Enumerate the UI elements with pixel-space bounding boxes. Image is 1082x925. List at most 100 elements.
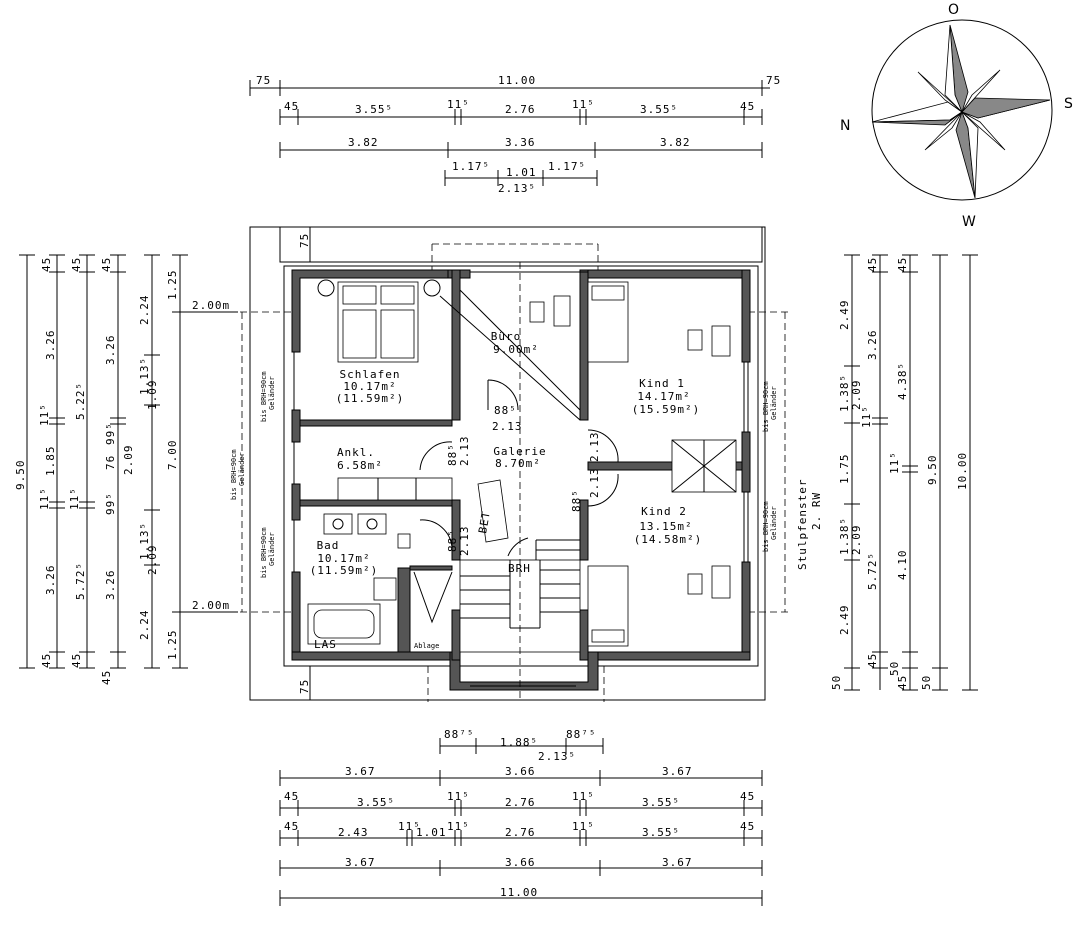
bot-dim-r4-b: 3.66 xyxy=(505,856,536,869)
room-bad-name: Bad xyxy=(317,539,340,552)
room-kind1-area2: (15.59m²) xyxy=(632,403,701,416)
room-schlafen-area: 10.17m² xyxy=(343,380,396,393)
note-stulp: Stulpfenster xyxy=(796,479,809,570)
left-dim-c3-a: 45 xyxy=(70,257,83,272)
left-dim-c5-g: 2.24 xyxy=(138,610,151,641)
room-ankl-name: Ankl. xyxy=(337,446,375,459)
bot-dim-r0-a: 88⁷⁵ xyxy=(444,728,475,741)
left-dim-c3-b: 5.22⁵ xyxy=(74,382,87,420)
building: 75 75 xyxy=(240,226,790,702)
left-dim-c2-d: 1.85 xyxy=(44,446,57,477)
brh-label: BRH xyxy=(508,562,531,575)
bot-dim-r2-a: 45 xyxy=(284,790,299,803)
right-dim-c4-b: 50 xyxy=(920,675,933,690)
right-dim-c2-a: 45 xyxy=(866,257,879,272)
right-dim-c2-b: 3.26 xyxy=(866,330,879,361)
compass-o: O xyxy=(948,2,959,18)
left-dim-c3-e: 45 xyxy=(70,653,83,668)
room-buero-name: Büro xyxy=(491,330,522,343)
room-kind2-area: 13.15m² xyxy=(639,520,692,533)
top-dim-r4-b: 1.01 xyxy=(506,166,537,179)
door-bad-height: 2.13 xyxy=(458,526,471,557)
bot-dim-r1-b: 3.66 xyxy=(505,765,536,778)
left-dim-c4-d: 99⁵ xyxy=(104,422,117,445)
top-dim-r2-a: 45 xyxy=(284,100,299,113)
top-dim-r1-c: 75 xyxy=(766,74,781,87)
room-kind2-name: Kind 2 xyxy=(641,505,687,518)
top-dim-r3-b: 3.36 xyxy=(505,136,536,149)
note-rw: 2. RW xyxy=(810,492,823,530)
left-dim-c1: 9.50 xyxy=(14,460,27,491)
top-dim-r1-a: 75 xyxy=(256,74,271,87)
note-gel-right-2: Geländer xyxy=(770,506,778,540)
left-dim-c4-b: 3.26 xyxy=(104,335,117,366)
right-dim-c1-g: 2.49 xyxy=(838,605,851,636)
left-dim-c6-a: 1.25 xyxy=(166,270,179,301)
room-schlafen-area2: (11.59m²) xyxy=(336,392,405,405)
level-label-top: 2.00m xyxy=(192,299,230,312)
right-dim-c1-b: 1.38⁵ xyxy=(838,374,851,412)
right-dim-c3-b: 4.38⁵ xyxy=(896,362,909,400)
door-ankl-height: 2.13 xyxy=(458,436,471,467)
right-dim-c5-a: 10.00 xyxy=(956,452,969,490)
door-labels: 88⁵ 2.13 88⁵ 2.13 2.13 88⁵ 2.13 88⁵ 2.13… xyxy=(314,404,601,651)
top-dimension-chains: 75 11.00 75 45 3.55⁵ 11⁵ 2.76 11⁵ 3.55⁵ … xyxy=(249,74,781,195)
right-dim-c2-c: 11⁵ xyxy=(860,405,873,428)
note-brh-right-2: bis BRH=90cm xyxy=(762,501,770,552)
top-dim-r4-c: 1.17⁵ xyxy=(548,160,586,173)
note-gel-right-1: Geländer xyxy=(770,386,778,420)
note-brh-left-3: bis BRH=90cm xyxy=(260,527,268,578)
right-dim-c1-f: 2.09 xyxy=(850,525,863,556)
room-galerie-name: Galerie xyxy=(493,445,546,458)
left-dim-c6-b: 7.00 xyxy=(166,440,179,471)
compass-s: S xyxy=(1064,96,1073,112)
bot-dim-r0-b: 1.88⁵ xyxy=(500,736,538,749)
right-dim-c3-a: 45 xyxy=(896,257,909,272)
left-dim-c3-c: 11⁵ xyxy=(68,487,81,510)
bot-dim-r3-e: 11⁵ xyxy=(447,820,470,833)
note-brh-left-1: bis BRH=90cm xyxy=(260,371,268,422)
room-ankl-area: 6.58m² xyxy=(337,459,383,472)
left-dim-c4-i: 45 xyxy=(100,670,113,685)
left-dim-c6-c: 1.25 xyxy=(166,630,179,661)
bot-dim-r4-a: 3.67 xyxy=(345,856,376,869)
left-dim-c2-e: 11⁵ xyxy=(38,487,51,510)
top-dim-r4-d: 2.13⁵ xyxy=(498,182,536,195)
right-dim-c4-a: 9.50 xyxy=(926,455,939,486)
left-dim-c2-a: 45 xyxy=(40,257,53,272)
ablage-label: Ablage xyxy=(414,642,439,650)
room-bad-area2: (11.59m²) xyxy=(310,564,379,577)
bot-dim-r5-a: 11.00 xyxy=(500,886,538,899)
side-notes: bis BRH=90cm Geländer bis BRH=90cm Gelän… xyxy=(230,371,823,578)
note-brh-left-2: bis BRH=90cm xyxy=(230,449,238,500)
bot-dim-r3-g: 11⁵ xyxy=(572,820,595,833)
left-dim-c4-a: 45 xyxy=(100,257,113,272)
left-dim-c5-c: 1.09 xyxy=(146,380,159,411)
bot-dim-r1-c: 3.67 xyxy=(662,765,693,778)
left-dim-c5-a: 2.24 xyxy=(138,295,151,326)
door-ankl-width: 88⁵ xyxy=(446,443,459,466)
right-dim-c3-f: 45 xyxy=(896,675,909,690)
left-dim-c5-f: 2.09 xyxy=(146,545,159,576)
top-dim-r3-a: 3.82 xyxy=(348,136,379,149)
bot-dim-r1-a: 3.67 xyxy=(345,765,376,778)
door-kind1-height: 2.13 xyxy=(588,432,601,463)
bot-dim-r3-f: 2.76 xyxy=(505,826,536,839)
door-buero-height: 2.13 xyxy=(492,420,523,433)
bot-dim-r0-d: 2.13⁵ xyxy=(538,750,576,763)
left-dim-c2-b: 3.26 xyxy=(44,330,57,361)
bot-dim-r0-c: 88⁷⁵ xyxy=(566,728,597,741)
note-gel-left-2: Geländer xyxy=(238,452,246,486)
furniture xyxy=(307,262,737,700)
room-kind1-area: 14.17m² xyxy=(637,390,690,403)
top-dim-r2-f: 3.55⁵ xyxy=(640,103,678,116)
top-dim-r2-c: 11⁵ xyxy=(447,98,470,111)
right-dim-c2-d: 5.72⁵ xyxy=(866,552,879,590)
top-dim-r1-b: 11.00 xyxy=(498,74,536,87)
top-dim-r2-g: 45 xyxy=(740,100,755,113)
bot-dim-r3-h: 3.55⁵ xyxy=(642,826,680,839)
door-kind2-height: 2.13 xyxy=(588,468,601,499)
right-dim-c1-a: 2.49 xyxy=(838,300,851,331)
left-dim-c2-f: 3.26 xyxy=(44,565,57,596)
